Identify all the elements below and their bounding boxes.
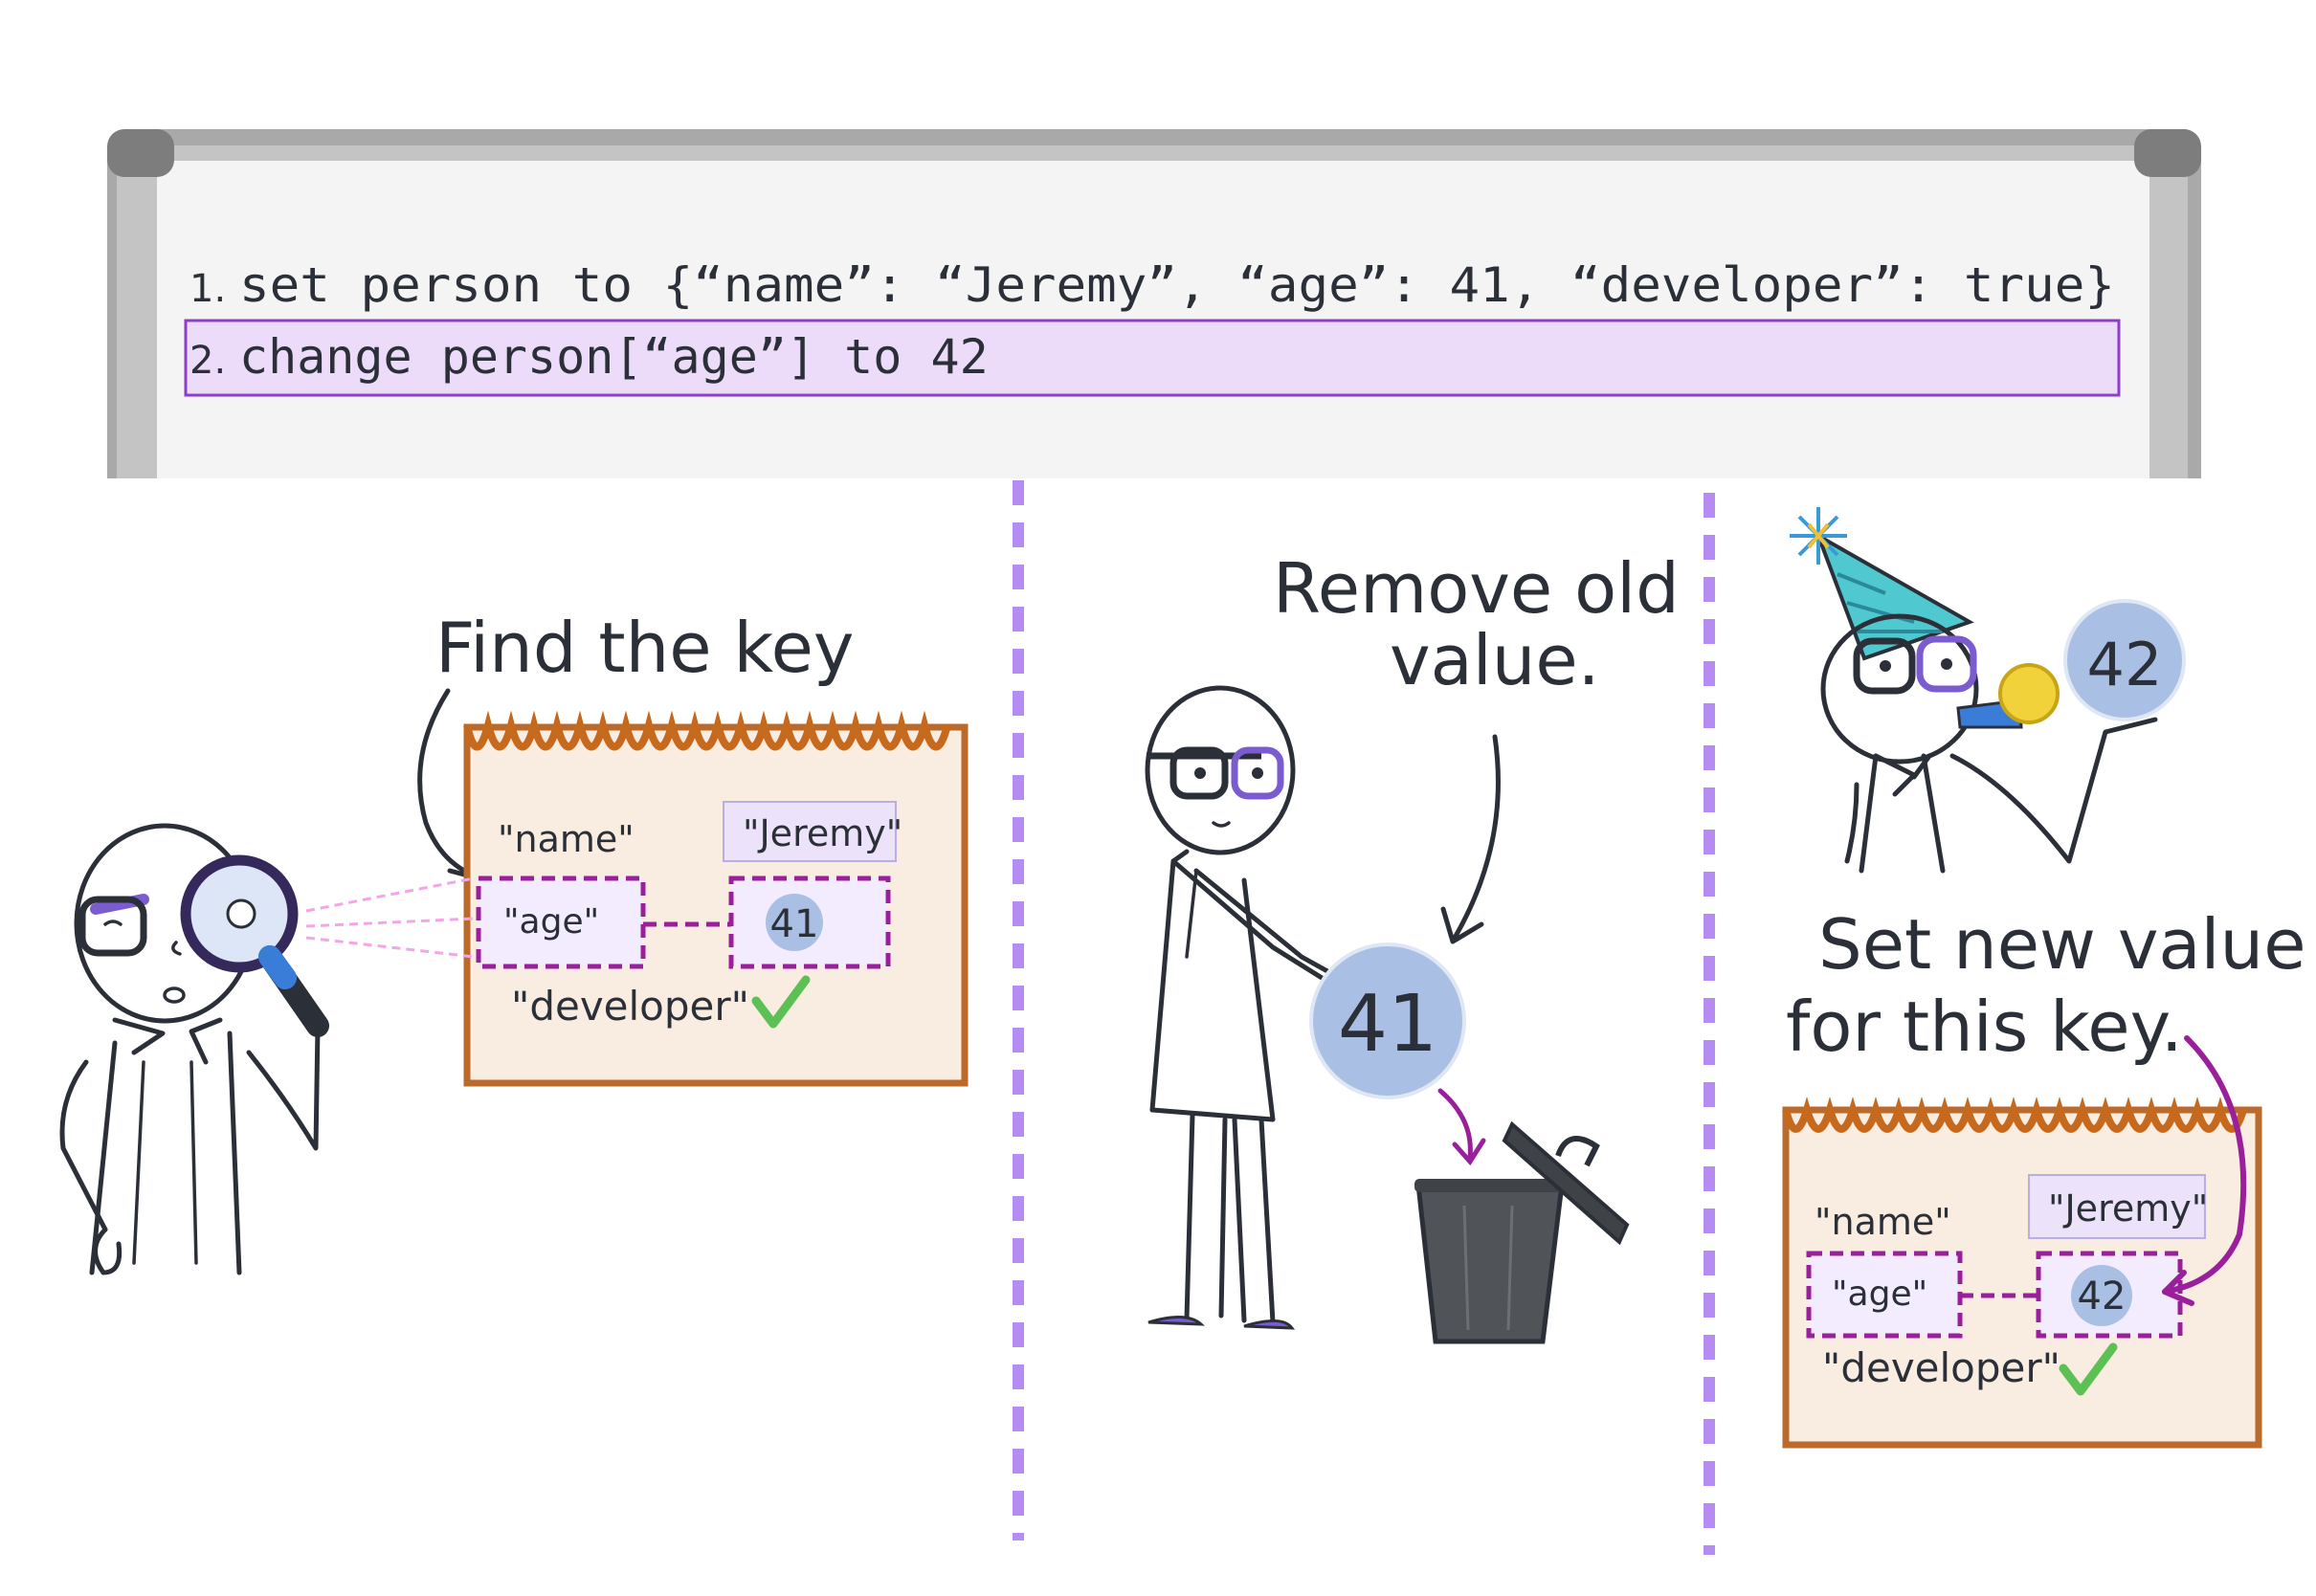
value-age-ball (2071, 1265, 2132, 1326)
caption-remove-line2: value. (1390, 620, 1600, 700)
panel-set-value: 42 Set new value for this key. "name" "J… (1782, 507, 2305, 1449)
drop-arrow (1437, 1088, 1473, 1161)
character-party (1790, 507, 2158, 874)
panel-remove-value: Remove old value. 41 (1145, 548, 1680, 1344)
key-developer: "developer" (511, 983, 749, 1030)
value-age: 41 (770, 902, 819, 946)
whiteboard-corner-right (2134, 129, 2201, 177)
right-arm (246, 1023, 321, 1151)
code-line-2-number: 2. (189, 339, 226, 383)
panel-find-key: Find the key "name" "Jeremy" "age" 41 "d… (59, 608, 969, 1275)
coat-left (1149, 858, 1176, 1113)
value-name-box (723, 801, 897, 862)
dictionary-table-updated: "name" "Jeremy" "age" 42 "developer" (1782, 1097, 2262, 1449)
head (1145, 685, 1296, 855)
key-developer: "developer" (1822, 1344, 2060, 1391)
character-detective (59, 823, 329, 1275)
key-age: "age" (1832, 1275, 1927, 1314)
glasses-icon (1169, 746, 1229, 800)
whiteboard: 1. set person to {“name”: “Jeremy”, “age… (107, 129, 2201, 478)
glasses-icon (78, 896, 147, 957)
key-age: "age" (503, 902, 599, 942)
whiteboard-corner-left (107, 129, 174, 177)
value-age-ball (766, 894, 823, 951)
caption-set-line1: Set new value (1818, 904, 2305, 985)
caption-find-key: Find the key (435, 608, 854, 688)
value-name-box (2028, 1174, 2206, 1239)
coat-left (89, 1040, 118, 1275)
arrow-down (1452, 734, 1501, 941)
leg-left (1184, 1112, 1195, 1321)
right-arm (1170, 858, 1352, 998)
check-icon (751, 975, 811, 1029)
caption-set-line2: for this key. (1786, 986, 2183, 1067)
value-name: "Jeremy" (743, 812, 902, 854)
key-name: "name" (1815, 1201, 1951, 1243)
set-arrow (2162, 1035, 2247, 1295)
new-value-ball (2063, 599, 2186, 721)
caption-remove-line1: Remove old (1273, 548, 1680, 629)
left-arm (59, 1059, 108, 1232)
value-age: 42 (2078, 1275, 2127, 1319)
coat-left (1859, 753, 1879, 874)
table-fringe (463, 710, 951, 751)
magnifier-beams (305, 876, 475, 959)
code-line-1-number: 1. (189, 267, 226, 311)
coat-right (1921, 753, 1946, 874)
code-line-highlight (184, 319, 2121, 397)
code-line-2: change person[“age”] to 42 (239, 329, 989, 385)
trash-can-icon (1414, 1120, 1630, 1344)
new-value: 42 (2087, 630, 2163, 699)
leg-right (1232, 1117, 1247, 1323)
check-icon (2059, 1342, 2118, 1396)
character-remover (1145, 685, 1356, 1330)
glasses-icon (1853, 637, 1916, 695)
raised-arm (1949, 717, 2158, 864)
trash-lid (1502, 1120, 1630, 1246)
table-fringe (1782, 1097, 2247, 1133)
coat-right (227, 1031, 242, 1275)
code-line-1: set person to {“name”: “Jeremy”, “age”: … (239, 257, 2115, 313)
old-value-ball (1309, 942, 1466, 1099)
dictionary-table: "name" "Jeremy" "age" 41 "developer" (463, 710, 969, 1087)
key-age-box (476, 876, 646, 969)
head (1820, 613, 1979, 765)
old-value: 41 (1338, 979, 1437, 1070)
key-name: "name" (498, 818, 635, 860)
value-name: "Jeremy" (2048, 1187, 2208, 1230)
arrow-to-key (417, 688, 477, 878)
